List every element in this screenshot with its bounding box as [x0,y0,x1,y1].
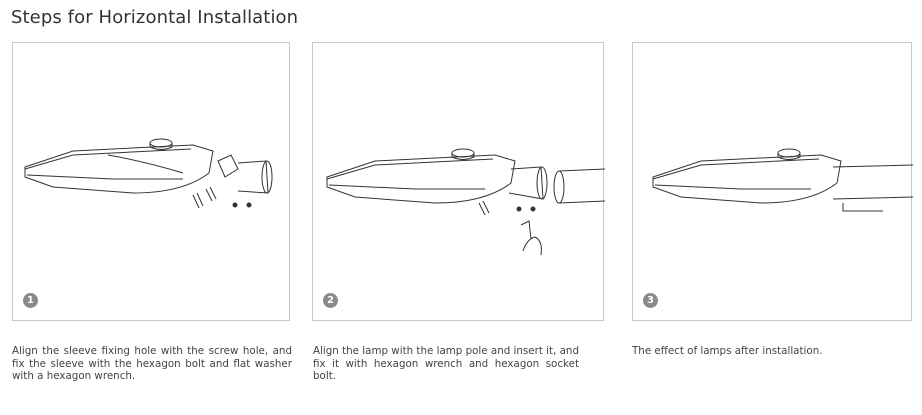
page-title: Steps for Horizontal Installation [11,7,299,28]
step-2-panel: 2 [312,42,605,321]
step-2-caption: Align the lamp with the lamp pole and in… [313,345,579,382]
installed-lamp-drawing [652,148,913,212]
step-number-badge: 1 [23,293,38,308]
step-1-panel: 1 [12,42,290,321]
sleeve-drawing [508,166,548,200]
lamp-head-drawing [326,148,516,204]
step-1-caption: Align the sleeve fixing hole with the sc… [12,345,292,382]
step-3-caption: The effect of lamps after installation. [632,345,823,357]
sleeve-drawing [217,154,273,194]
step-number-badge: 2 [323,293,338,308]
bolts-and-wrench-drawing [478,200,542,256]
lamp-pole-drawing [553,168,605,204]
step-3-panel: 3 [632,42,913,321]
step-2-illustration [326,148,605,256]
step-1-illustration [24,138,273,209]
bolts-drawing [192,186,252,209]
step-3-illustration [652,148,913,212]
lamp-head-drawing [24,138,214,194]
step-number-badge: 3 [643,293,658,308]
